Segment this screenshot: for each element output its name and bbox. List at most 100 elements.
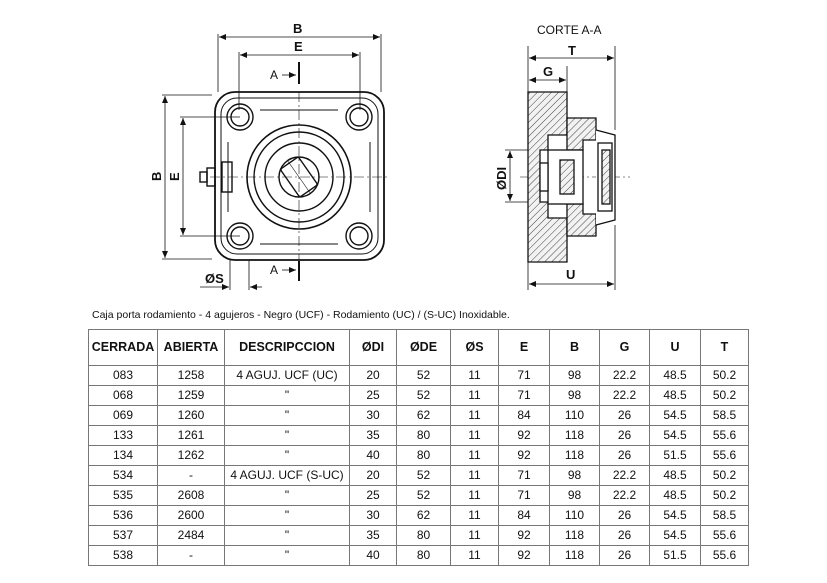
table-cell: 54.5 [649, 505, 701, 526]
table-cell: 55.6 [700, 545, 749, 566]
table-cell: " [224, 405, 350, 426]
table-cell: 84 [498, 405, 550, 426]
table-cell: 118 [549, 445, 600, 466]
table-cell: 26 [599, 525, 650, 546]
table-cell: 26 [599, 425, 650, 446]
table-cell: 71 [498, 385, 550, 406]
column-header: T [700, 329, 749, 366]
table-cell: 11 [450, 405, 499, 426]
table-cell: 22.2 [599, 365, 650, 386]
table-cell: 98 [549, 385, 600, 406]
column-header: ØDI [349, 329, 397, 366]
dim-S: ØS [205, 271, 224, 286]
table-cell: 52 [396, 365, 451, 386]
table-cell: 55.6 [700, 525, 749, 546]
table-cell: 11 [450, 525, 499, 546]
table-cell: 11 [450, 545, 499, 566]
table-cell: 50.2 [700, 485, 749, 506]
table-cell: 118 [549, 525, 600, 546]
table-cell: 1258 [157, 365, 225, 386]
table-cell: 1261 [157, 425, 225, 446]
table-cell: 92 [498, 545, 550, 566]
dim-E-top: E [294, 39, 303, 54]
table-cell: 11 [450, 505, 499, 526]
table-cell: 1260 [157, 405, 225, 426]
table-cell: 98 [549, 485, 600, 506]
table-cell: 48.5 [649, 385, 701, 406]
table-cell: 11 [450, 445, 499, 466]
table-cell: 118 [549, 545, 600, 566]
table-cell: 11 [450, 485, 499, 506]
table-cell: " [224, 525, 350, 546]
table-cell: 48.5 [649, 365, 701, 386]
table-cell: 1259 [157, 385, 225, 406]
dim-T: T [568, 43, 576, 58]
table-cell: - [157, 465, 225, 486]
table-cell: 535 [88, 485, 158, 506]
table-cell: 538 [88, 545, 158, 566]
table-cell: 11 [450, 425, 499, 446]
table-cell: 22.2 [599, 465, 650, 486]
drawing-labels: B E B E ØS A A CORTE A-A T G ØDI U [149, 21, 601, 286]
table-cell: 40 [349, 445, 397, 466]
table-cell: 62 [396, 405, 451, 426]
table-cell: 30 [349, 405, 397, 426]
table-cell: 25 [349, 485, 397, 506]
table-cell: 40 [349, 545, 397, 566]
section-view [505, 46, 630, 290]
table-cell: 11 [450, 465, 499, 486]
table-cell: 4 AGUJ. UCF (UC) [224, 365, 350, 386]
table-cell: 62 [396, 505, 451, 526]
table-cell: 52 [396, 465, 451, 486]
table-cell: 2608 [157, 485, 225, 506]
table-cell: 2484 [157, 525, 225, 546]
table-cell: 80 [396, 525, 451, 546]
section-mark-top: A [270, 68, 278, 82]
table-cell: 069 [88, 405, 158, 426]
table-cell: 534 [88, 465, 158, 486]
table-cell: 54.5 [649, 525, 701, 546]
table-cell: 20 [349, 465, 397, 486]
table-cell: 25 [349, 385, 397, 406]
column-header: ØS [450, 329, 499, 366]
column-header: U [649, 329, 701, 366]
table-cell: - [157, 545, 225, 566]
table-cell: 50.2 [700, 365, 749, 386]
technical-drawing: B E B E ØS A A CORTE A-A T G ØDI U [149, 21, 630, 290]
table-cell: 80 [396, 445, 451, 466]
table-cell: 55.6 [700, 425, 749, 446]
table-cell: 11 [450, 365, 499, 386]
table-cell: 71 [498, 485, 550, 506]
front-view [162, 34, 390, 290]
table-cell: 083 [88, 365, 158, 386]
dim-U: U [566, 267, 575, 282]
table-cell: 22.2 [599, 485, 650, 506]
column-header: ØDE [396, 329, 451, 366]
table-cell: 51.5 [649, 445, 701, 466]
table-cell: 80 [396, 425, 451, 446]
table-cell: 98 [549, 465, 600, 486]
table-cell: 52 [396, 485, 451, 506]
table-cell: " [224, 445, 350, 466]
table-cell: 22.2 [599, 385, 650, 406]
table-cell: 50.2 [700, 465, 749, 486]
table-cell: 92 [498, 525, 550, 546]
table-cell: 55.6 [700, 445, 749, 466]
table-cell: 92 [498, 445, 550, 466]
table-cell: 51.5 [649, 545, 701, 566]
table-cell: 536 [88, 505, 158, 526]
table-cell: 48.5 [649, 485, 701, 506]
table-cell: 4 AGUJ. UCF (S-UC) [224, 465, 350, 486]
table-cell: " [224, 485, 350, 506]
dim-DI: ØDI [494, 167, 509, 190]
table-cell: 537 [88, 525, 158, 546]
table-cell: 30 [349, 505, 397, 526]
table-cell: 20 [349, 365, 397, 386]
